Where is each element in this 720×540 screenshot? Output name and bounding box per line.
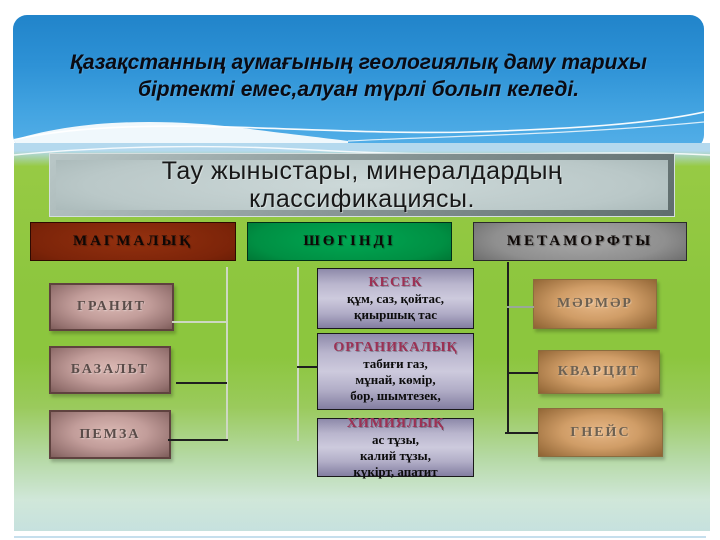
connector-gneiss-branch: [505, 432, 538, 434]
node-clastic-group: КЕСЕК құм, саз, қойтас, қиыршық тас: [317, 268, 474, 329]
organic-group-line2: мұнай, көмір,: [355, 372, 436, 387]
slide-title: Қазақстанның аумағының геологиялық даму …: [13, 49, 704, 103]
chemical-group-line1: ас тұзы,: [371, 432, 420, 447]
node-gneiss: ГНЕЙС: [538, 408, 663, 457]
classification-header-line2: классификациясы.: [249, 185, 475, 213]
category-metamorphic: МЕТАМОРФТЫ: [473, 222, 687, 261]
classification-header-line1: Тау жыныстары, минералдардың: [161, 157, 563, 185]
connector-basalt-branch: [176, 382, 227, 384]
connector-granite-branch: [172, 321, 227, 323]
organic-group-line1: табиғи газ,: [363, 356, 428, 371]
connector-marble-branch: [507, 306, 534, 308]
hills-wave-decoration: [13, 111, 704, 149]
category-sedimentary: ШӨГІНДІ: [247, 222, 452, 261]
connector-quartzite-branch: [508, 372, 538, 374]
classification-header-plate: Тау жыныстары, минералдардың классификац…: [49, 153, 675, 217]
clastic-group-line1: құм, саз, қойтас,: [346, 291, 445, 306]
chemical-group-line3: күкірт, апатит: [353, 464, 438, 479]
clastic-group-line2: қиыршық тас: [353, 307, 438, 322]
connector-pumice-branch: [168, 439, 228, 441]
title-banner: Қазақстанның аумағының геологиялық даму …: [13, 15, 704, 149]
diagram-board: Тау жыныстары, минералдардың классификац…: [14, 143, 710, 531]
connector-metamorphic-vertical: [507, 262, 509, 433]
chemical-group-title: ХИМИЯЛЫҚ: [346, 416, 445, 431]
connector-sedimentary-vertical: [297, 267, 299, 441]
organic-group-title: ОРГАНИКАЛЫҚ: [333, 340, 458, 355]
node-marble: МӘРМӘР: [533, 279, 657, 329]
clastic-group-title: КЕСЕК: [368, 275, 423, 290]
slide-title-line2: біртекті емес,алуан түрлі болып келеді.: [137, 78, 580, 101]
organic-group-line3: бор, шымтезек,: [350, 388, 441, 403]
slide-title-line1: Қазақстанның аумағының геологиялық даму …: [70, 51, 647, 74]
connector-organic-branch: [297, 366, 318, 368]
category-magmatic: МАГМАЛЫҚ: [30, 222, 236, 261]
board-hill-line-decoration: [14, 145, 710, 156]
node-chemical-group: ХИМИЯЛЫҚ ас тұзы, калий тұзы, күкірт, ап…: [317, 416, 474, 479]
node-quartzite: КВАРЦИТ: [538, 350, 660, 394]
connector-magmatic-vertical: [226, 267, 228, 441]
node-granite: ГРАНИТ: [49, 283, 174, 331]
node-basalt: БАЗАЛЬТ: [49, 346, 171, 394]
node-pumice: ПЕМЗА: [49, 410, 171, 459]
node-organic-group: ОРГАНИКАЛЫҚ табиғи газ, мұнай, көмір, бо…: [317, 333, 474, 410]
slide-bottom-edge: [14, 536, 706, 538]
classification-header-inner: Тау жыныстары, минералдардың классификац…: [56, 157, 668, 213]
chemical-group-line2: калий тұзы,: [360, 448, 431, 463]
